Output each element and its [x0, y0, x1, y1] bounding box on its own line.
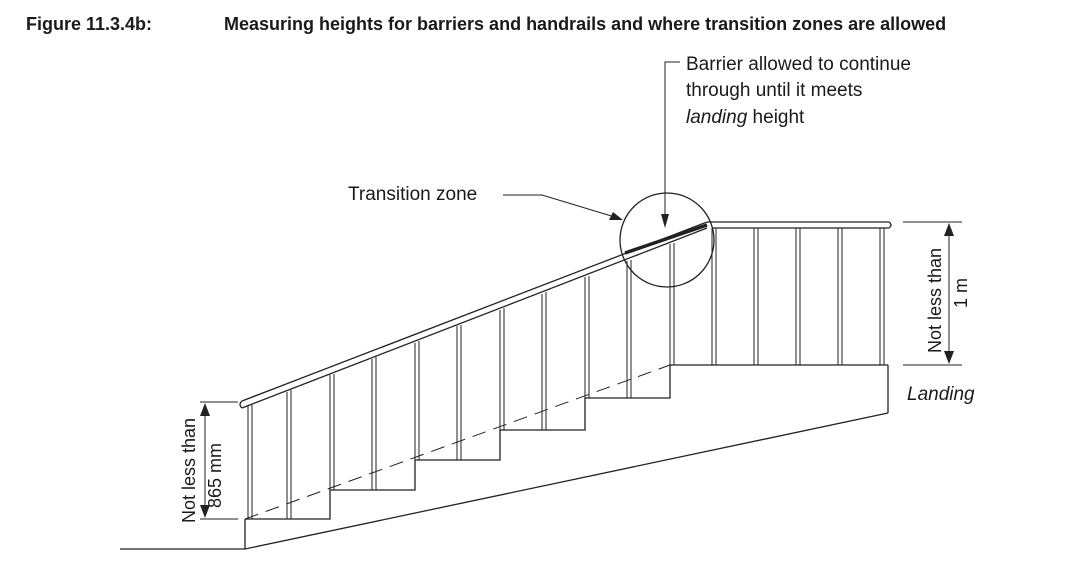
- handrail-end-left: [239, 400, 243, 409]
- transition-zone-label: Transition zone: [348, 184, 477, 205]
- transition-zone-leader: [503, 194, 623, 220]
- barrier-label-italic: landing: [686, 107, 748, 128]
- landing-label: Landing: [907, 384, 975, 405]
- barrier: [239, 221, 892, 409]
- handrail-end-right: [888, 221, 892, 229]
- stair-underside: [244, 412, 889, 550]
- transition-zone-circle: [619, 192, 715, 288]
- barrier-label-line3: landing height: [686, 107, 805, 128]
- left-dimension: [200, 401, 238, 520]
- barrier-label-rest: height: [747, 107, 805, 128]
- sloped-handrail-bottom: [241, 227, 708, 409]
- left-dim-label-line1: Not less than: [179, 418, 199, 523]
- stair-profile: [245, 364, 888, 520]
- transition-zone-rail: [624, 223, 708, 255]
- right-dimension: [903, 221, 962, 366]
- right-dim-label-line2: 1 m: [951, 278, 971, 308]
- barrier-label-line2: through until it meets: [686, 80, 862, 101]
- right-dim-label-line1: Not less than: [925, 248, 945, 353]
- stair-balusters: [247, 243, 675, 519]
- figure-title: Measuring heights for barriers and handr…: [224, 14, 947, 34]
- figure-number: Figure 11.3.4b:: [26, 14, 153, 34]
- figure-header: Figure 11.3.4b: Measuring heights for ba…: [26, 14, 1066, 40]
- landing-balusters: [711, 228, 885, 365]
- barrier-leader: [661, 61, 680, 228]
- left-dim-label-line2: 865 mm: [205, 443, 225, 508]
- barrier-label-line1: Barrier allowed to continue: [686, 54, 911, 75]
